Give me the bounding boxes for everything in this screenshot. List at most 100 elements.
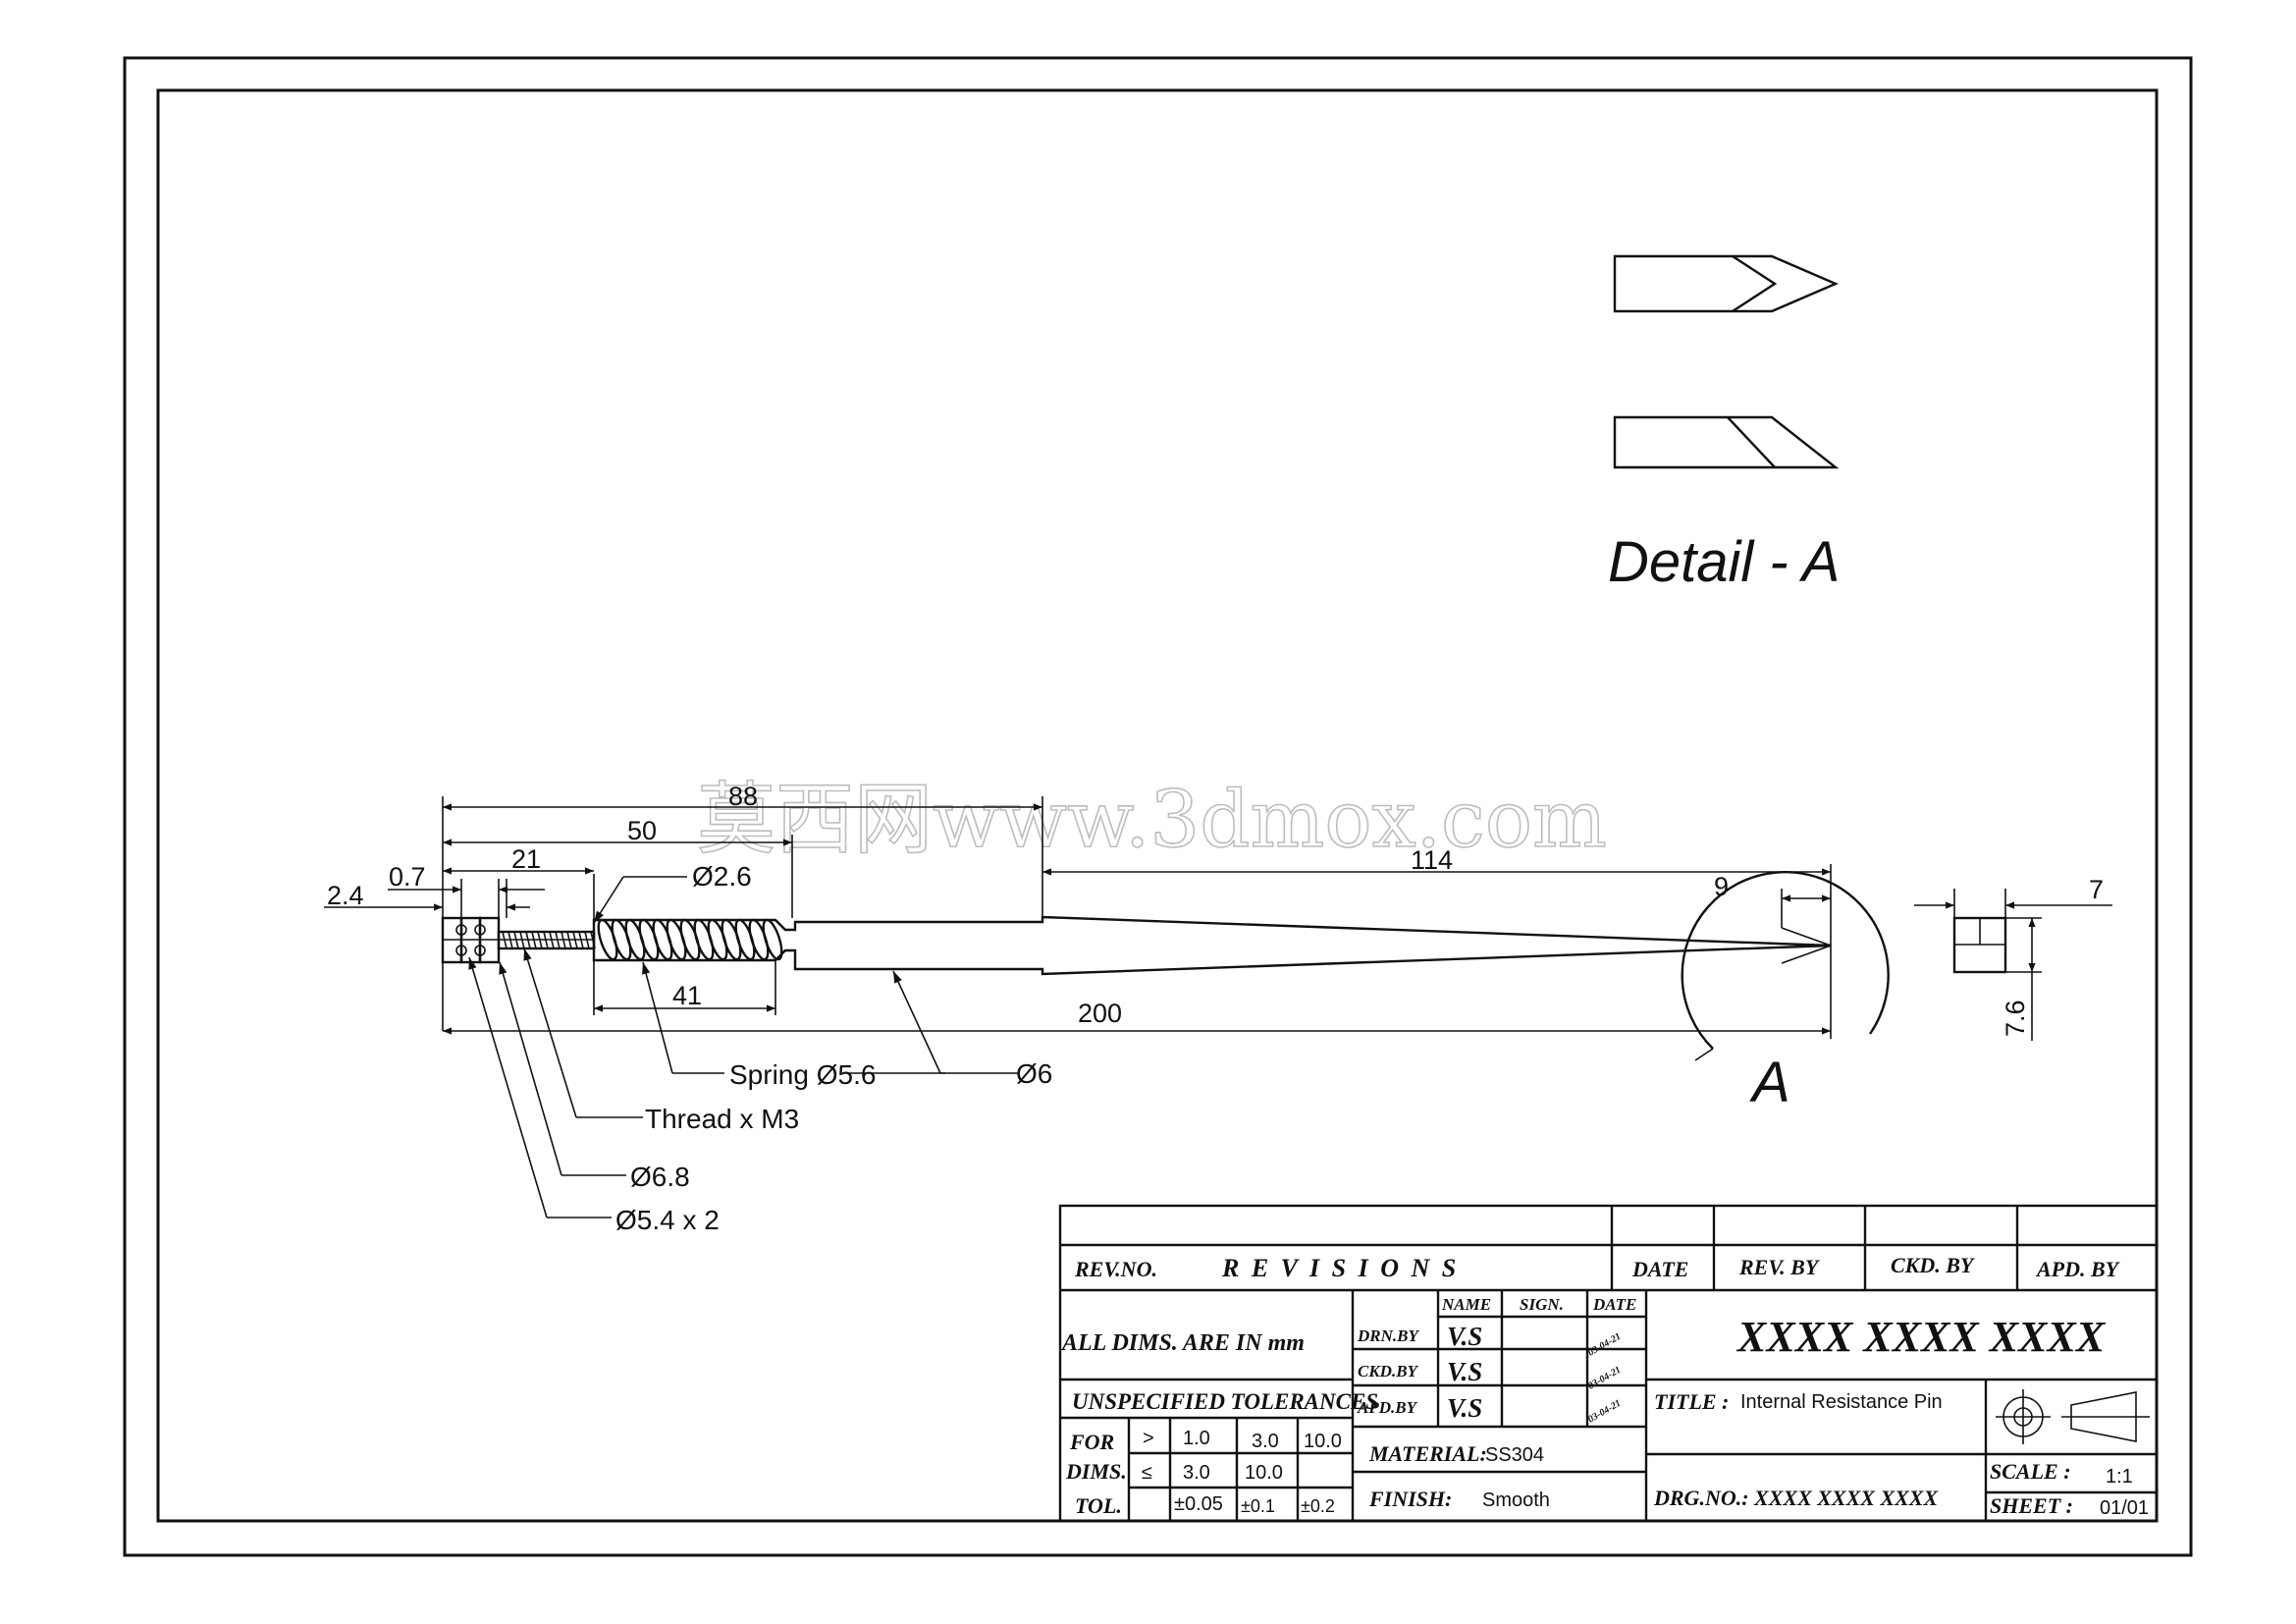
tb-ckd-by-label: CKD.BY [1358, 1362, 1419, 1380]
title-block-grid [1058, 1204, 2159, 1523]
tb-date-header: DATE [1592, 1295, 1636, 1314]
tb-drn-name: V.S [1447, 1322, 1482, 1351]
dim-0-7: 0.7 [389, 862, 426, 892]
dim-7: 7 [2089, 875, 2104, 904]
tb-material: SS304 [1485, 1444, 1544, 1466]
tb-r3-c2: ±0.1 [1241, 1496, 1275, 1516]
detail-a-side-view [1613, 415, 1840, 469]
tb-le: ≤ [1142, 1462, 1152, 1484]
thread-tick [566, 931, 572, 949]
spring-coil [748, 918, 770, 961]
outer-border [123, 56, 2193, 1557]
thread-tick [537, 931, 543, 949]
tb-r3-c3: ±0.2 [1301, 1496, 1335, 1516]
spring-coil [762, 918, 783, 961]
tb-r2-c2: 10.0 [1245, 1462, 1283, 1484]
thread-tick [578, 931, 584, 949]
tb-r1-c2: 3.0 [1252, 1431, 1279, 1452]
tb-apd-name: V.S [1447, 1393, 1482, 1423]
tb-r1-c3: 10.0 [1304, 1431, 1342, 1452]
tb-title-label: TITLE : [1654, 1389, 1729, 1414]
thread-tick [531, 931, 537, 949]
tb-finish: Smooth [1482, 1489, 1550, 1511]
watermark: 莫西网www.3dmox.com [697, 774, 1607, 865]
detail-a-top-view [1613, 254, 1840, 313]
thread-tick [584, 931, 590, 949]
thread-tick [513, 931, 519, 949]
spring-coil [693, 918, 715, 961]
spring-coil [652, 918, 673, 961]
tb-sheet: 01/01 [2100, 1497, 2149, 1519]
tb-for: FOR [1069, 1430, 1114, 1454]
dim-7-6: 7.6 [2001, 1000, 2030, 1037]
thread-tick [561, 931, 566, 949]
dim-2-4: 2.4 [327, 881, 364, 910]
thread-tick [502, 931, 507, 949]
tb-apd-by: APD. BY [2035, 1257, 2121, 1281]
thread-tick [543, 931, 549, 949]
tb-sheet-label: SHEET : [1990, 1493, 2073, 1518]
spring-coil [707, 918, 728, 961]
end-view [1914, 889, 2112, 1041]
callout-dia-5-4: Ø5.4 x 2 [615, 1205, 720, 1235]
tb-tol: TOL. [1075, 1493, 1122, 1518]
callout-dia-6-8: Ø6.8 [630, 1162, 690, 1192]
tb-revisions: R E V I S I O N S [1221, 1254, 1459, 1282]
thread-tick [555, 931, 561, 949]
thread-tick [525, 931, 531, 949]
tb-gt: > [1143, 1428, 1154, 1449]
tb-drn-date: 03-04-21 [1586, 1331, 1623, 1359]
thread-ticks [502, 931, 596, 949]
dim-9: 9 [1714, 872, 1729, 901]
tb-sign-header: SIGN. [1520, 1295, 1564, 1314]
tb-all-dims: ALL DIMS. ARE IN mm [1060, 1330, 1305, 1356]
tb-drg-no: DRG.NO.: XXXX XXXX XXXX [1653, 1486, 1939, 1510]
leader-lines [468, 876, 1019, 1218]
tb-name-header: NAME [1441, 1295, 1491, 1314]
detail-a-label: A [1749, 1051, 1790, 1114]
callout-dia-6: Ø6 [1016, 1058, 1052, 1089]
tb-ckd-by: CKD. BY [1891, 1253, 1976, 1277]
dim-41: 41 [672, 981, 702, 1010]
tb-r2-c1: 3.0 [1183, 1462, 1210, 1484]
tb-ckd-date: 03-04-21 [1586, 1365, 1623, 1392]
dim-114: 114 [1411, 845, 1453, 875]
tb-material-label: MATERIAL: [1368, 1441, 1487, 1466]
tb-date: DATE [1631, 1257, 1688, 1281]
spring-coil [597, 918, 618, 961]
tb-title: Internal Resistance Pin [1740, 1391, 1943, 1413]
dim-21: 21 [511, 844, 541, 874]
tb-ckd-name: V.S [1447, 1357, 1482, 1386]
spring-coil [638, 918, 660, 961]
tb-finish-label: FINISH: [1368, 1487, 1452, 1511]
tb-unspecified: UNSPECIFIED TOLERANCES [1072, 1389, 1378, 1414]
spring-coils [597, 918, 783, 961]
spring-coil [734, 918, 756, 961]
spring-coil [611, 918, 632, 961]
tb-rev-no: REV.NO. [1074, 1257, 1157, 1281]
tb-r1-c1: 1.0 [1183, 1428, 1210, 1449]
dimension-lines [324, 796, 1832, 1039]
callout-spring: Spring Ø5.6 [729, 1059, 876, 1090]
spring-coil [624, 918, 646, 961]
thread-tick [549, 931, 555, 949]
spring-coil [666, 918, 687, 961]
thread-tick [507, 931, 513, 949]
tb-dims: DIMS. [1065, 1459, 1127, 1484]
tb-scale-label: SCALE : [1990, 1459, 2071, 1484]
tb-r3-c1: ±0.05 [1174, 1493, 1223, 1515]
tb-apd-date: 03-04-21 [1586, 1398, 1623, 1426]
dim-88: 88 [728, 782, 758, 811]
spring-coil [721, 918, 742, 961]
tb-company: XXXX XXXX XXXX [1735, 1313, 2107, 1361]
tb-rev-by: REV. BY [1738, 1255, 1821, 1279]
thread-tick [572, 931, 578, 949]
dim-50: 50 [627, 816, 657, 845]
tb-scale: 1:1 [2106, 1466, 2133, 1488]
callout-thread: Thread x M3 [645, 1104, 799, 1134]
spring-coil [679, 918, 701, 961]
tb-drn-by: DRN.BY [1357, 1326, 1419, 1345]
third-angle-projection-icon [1996, 1389, 2150, 1444]
thread-tick [519, 931, 525, 949]
